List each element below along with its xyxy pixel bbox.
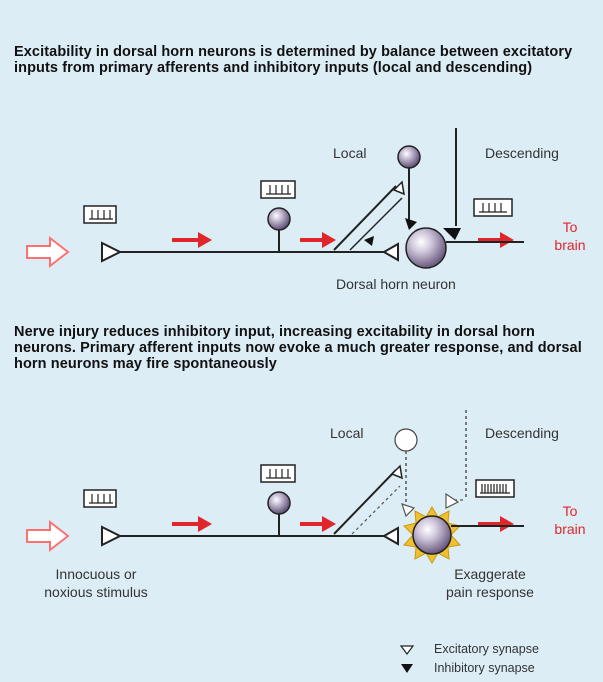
inhibitory-synapse-branch bbox=[364, 236, 374, 246]
signal-arrow-2 bbox=[300, 232, 336, 248]
panel-1-to-label: To bbox=[562, 219, 578, 235]
signal-arrow-1 bbox=[172, 232, 212, 248]
stimulus-label-line-2: noxious stimulus bbox=[44, 584, 148, 600]
inhibitory-synapse-descending-lost bbox=[445, 492, 460, 509]
stimulus-arrow bbox=[26, 235, 70, 269]
signal-arrow-3 bbox=[172, 516, 212, 532]
excitatory-synapse-local bbox=[392, 180, 405, 196]
afferent-terminal-synapse bbox=[101, 241, 123, 263]
local-inhibitory-neuron-lost bbox=[394, 428, 418, 452]
response-label-line-2: pain response bbox=[446, 584, 534, 600]
excitatory-synapse-dorsal bbox=[381, 242, 399, 262]
local-inhibitory-neuron bbox=[397, 145, 421, 169]
inhibitory-synapse-lost bbox=[401, 503, 416, 518]
spike-train-box-4 bbox=[83, 489, 117, 508]
spike-train-box-2 bbox=[260, 180, 296, 199]
excitatory-synapse-dorsal-2 bbox=[381, 526, 399, 546]
interneuron-2 bbox=[267, 491, 291, 515]
panel-1-local-label: Local bbox=[333, 145, 367, 161]
afferent-terminal-synapse-2 bbox=[101, 525, 123, 547]
dorsal-horn-neuron bbox=[405, 227, 447, 269]
spike-train-box-5 bbox=[260, 464, 296, 483]
panel-1-brain-label: brain bbox=[554, 237, 586, 253]
panel-2-local-label: Local bbox=[330, 425, 364, 441]
panel-2-brain-label: brain bbox=[554, 521, 586, 537]
panel-2-descending-label: Descending bbox=[485, 425, 559, 441]
legend-excitatory-symbol bbox=[399, 645, 415, 655]
signal-arrow-4 bbox=[300, 516, 336, 532]
panel-2-diagram bbox=[26, 410, 524, 564]
spike-train-box-6 bbox=[475, 479, 515, 498]
signal-arrow-out bbox=[478, 232, 514, 248]
spike-train-box-3 bbox=[473, 198, 513, 217]
panel-1-neuron-label: Dorsal horn neuron bbox=[336, 276, 456, 292]
response-label-line-1: Exaggerate bbox=[454, 566, 526, 582]
inhibitory-synapse-local bbox=[405, 218, 417, 230]
stimulus-label-line-1: Innocuous or bbox=[55, 566, 137, 582]
legend-inhibitory-symbol bbox=[401, 664, 413, 673]
panel-1-descending-label: Descending bbox=[485, 145, 559, 161]
panel-2-caption: Nerve injury reduces inhibitory input, i… bbox=[14, 324, 582, 372]
legend-symbols bbox=[399, 645, 415, 673]
legend-inhibitory-label: Inhibitory synapse bbox=[434, 661, 535, 675]
signal-arrow-out-2 bbox=[478, 516, 514, 532]
interneuron-1 bbox=[267, 207, 291, 231]
panel-1-caption: Excitability in dorsal horn neurons is d… bbox=[14, 44, 573, 76]
hyperexcitable-dorsal-horn-neuron bbox=[403, 506, 461, 564]
legend-excitatory-label: Excitatory synapse bbox=[434, 642, 539, 656]
spike-train-box-1 bbox=[83, 205, 117, 224]
panel-1-diagram bbox=[26, 128, 524, 269]
stimulus-arrow-2 bbox=[26, 519, 70, 553]
panel-2-to-label: To bbox=[562, 503, 578, 519]
inhibitory-synapse-descending bbox=[443, 228, 461, 240]
excitatory-synapse-local-2 bbox=[390, 464, 403, 480]
